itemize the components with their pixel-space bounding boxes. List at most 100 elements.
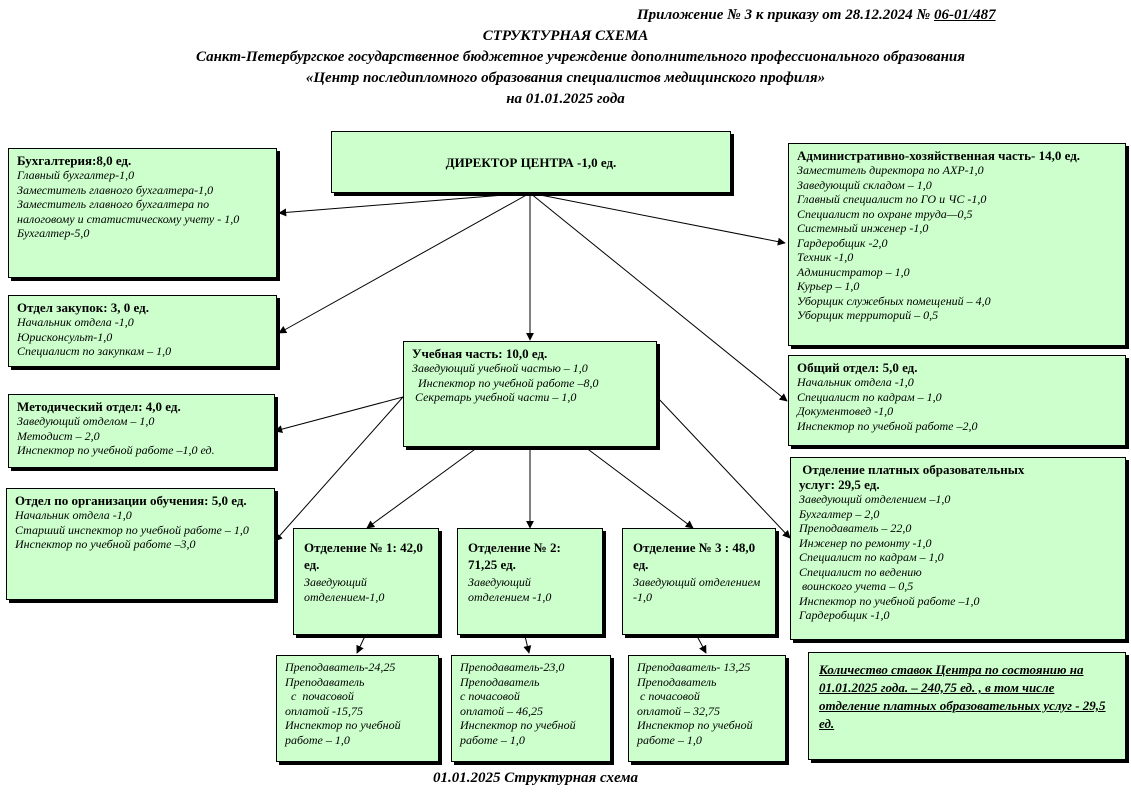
paid-services-line: Специалист по кадрам – 1,0 [799, 550, 944, 564]
training-org-title: Отдел по организации обучения: 5,0 ед. [15, 493, 247, 508]
footer-caption: 01.01.2025 Структурная схема [432, 770, 639, 786]
arrow-educational-dept3 [584, 446, 694, 529]
dept1-line: Заведующий отделением-1,0 [304, 575, 385, 604]
ahch-line: Курьер – 1,0 [797, 279, 860, 293]
dept3-line: Заведующий отделением -1,0 [633, 575, 761, 604]
procurement-line: Специалист по закупкам – 1,0 [17, 344, 172, 358]
director-box: ДИРЕКТОР ЦЕНТРА -1,0 ед. [331, 131, 731, 193]
ahch-line: Техник -1,0 [797, 250, 854, 264]
dept1-box: Отделение № 1: 42,0 ед. Заведующий отдел… [293, 528, 439, 635]
teach1-line: Преподаватель-24,25 [285, 660, 396, 674]
methodical-line: Заведующий отделом – 1,0 [17, 414, 155, 428]
teach1-line: работе – 1,0 [285, 732, 350, 747]
paid-services-line: Бухгалтер – 2,0 [799, 506, 880, 521]
teach3-line: Преподаватель [637, 674, 717, 689]
educational-line: Секретарь учебной части – 1,0 [412, 390, 577, 404]
teach2-line: Инспектор по учебной [460, 718, 576, 732]
dept3-title: Отделение № 3 : 48,0 ед. [633, 540, 756, 572]
paid-services-title: Отделение платных образовательных услуг:… [799, 462, 1028, 492]
methodical-title: Методический отдел: 4,0 ед. [17, 399, 181, 414]
teach2-line: с почасовой [460, 689, 520, 703]
teach2-line: работе – 1,0 [460, 732, 525, 747]
paid-services-line: воинского учета – 0,5 [799, 579, 914, 593]
teach1-line: Преподаватель [285, 674, 365, 689]
org-name-line1: Санкт-Петербургское государственное бюдж… [196, 49, 965, 65]
paid-services-line: Гардеробщик -1,0 [799, 608, 890, 622]
educational-line: Заведующий учебной частью – 1,0 [412, 361, 588, 375]
general-title: Общий отдел: 5,0 ед. [797, 360, 918, 375]
ahch-title: Административно-хозяйственная часть- 14,… [797, 148, 1081, 163]
ahch-line: Администратор – 1,0 [797, 264, 910, 279]
arrow-dept2-teach2 [523, 635, 532, 654]
total-box: Количество ставок Центра по состоянию на… [808, 652, 1126, 760]
total-text: Количество ставок Центра по состоянию на… [819, 662, 1106, 731]
paid-services-line: Заведующий отделением –1,0 [799, 492, 951, 506]
procurement-title: Отдел закупок: 3, 0 ед. [17, 300, 149, 315]
teach3-line: оплатой – 32,75 [637, 703, 721, 718]
training-org-line: Старший инспектор по учебной работе – 1,… [15, 522, 249, 537]
appendix-number: 06-01/487 [933, 7, 996, 23]
educational-box: Учебная часть: 10,0 ед. Заведующий учебн… [403, 341, 657, 447]
accounting-line: Заместитель главного бухгалтера по налог… [17, 197, 240, 226]
training-org-line: Начальник отдела -1,0 [15, 508, 132, 522]
paid-services-line: Инженер по ремонту -1,0 [799, 535, 932, 550]
training-org-box: Отдел по организации обучения: 5,0 ед. Н… [6, 488, 275, 600]
paid-services-line: Инспектор по учебной работе –1,0 [799, 593, 980, 608]
teach1-line: оплатой -15,75 [285, 703, 364, 718]
teach3-line: Преподаватель- 13,25 [637, 660, 751, 674]
ahch-line: Заведующий складом – 1,0 [797, 177, 932, 192]
arrow-dept3-teach3 [696, 635, 707, 654]
arrow-educational-dept1 [366, 446, 479, 529]
accounting-line: Заместитель главного бухгалтера-1,0 [17, 182, 214, 197]
educational-title: Учебная часть: 10,0 ед. [412, 346, 548, 361]
ahch-line: Уборщик служебных помещений – 4,0 [797, 293, 991, 308]
general-line: Инспектор по учебной работе –2,0 [797, 418, 978, 433]
dept1-title: Отделение № 1: 42,0 ед. [304, 540, 423, 572]
dept2-box: Отделение № 2: 71,25 ед. Заведующий отде… [457, 528, 603, 635]
teach3-box: Преподаватель- 13,25 Преподаватель с поч… [628, 655, 786, 762]
accounting-box: Бухгалтерия:8,0 ед. Главный бухгалтер-1,… [8, 148, 277, 278]
procurement-line: Юрисконсульт-1,0 [17, 329, 113, 344]
arrow-educational-trainingorg [274, 396, 404, 542]
arrow-director-procurement [278, 192, 531, 334]
methodical-box: Методический отдел: 4,0 ед. Заведующий о… [8, 394, 275, 468]
arrow-director-ahch [529, 192, 786, 246]
teach1-line: Инспектор по учебной [285, 718, 401, 732]
appendix-prefix: Приложение № 3 к приказу от 28.12.2024 № [637, 7, 934, 23]
teach1-box: Преподаватель-24,25 Преподаватель с поча… [276, 655, 439, 762]
dept2-line: Заведующий отделением -1,0 [468, 575, 552, 604]
arrow-director-accounting [278, 192, 531, 217]
arrow-educational-methodical [274, 396, 404, 434]
paid-services-line: Специалист по ведению [799, 564, 922, 579]
teach2-line: оплатой – 46,25 [460, 703, 544, 718]
ahch-box: Административно-хозяйственная часть- 14,… [788, 143, 1126, 346]
ahch-line: Заместитель директора по АХР-1,0 [797, 163, 984, 177]
teach2-box: Преподаватель-23,0 Преподаватель с почас… [451, 655, 611, 762]
accounting-line: Главный бухгалтер-1,0 [17, 168, 135, 182]
teach3-line: Инспектор по учебной [637, 718, 753, 732]
ahch-line: Системный инженер -1,0 [797, 221, 929, 235]
arrow-director-general [529, 192, 788, 402]
general-line: Специалист по кадрам – 1,0 [797, 389, 942, 404]
arrow-dept1-teach1 [356, 635, 366, 654]
teach3-line: работе – 1,0 [637, 732, 702, 747]
teach2-line: Преподаватель-23,0 [460, 660, 565, 674]
teach3-line: с почасовой [637, 689, 700, 703]
arrow-educational-paid [656, 396, 791, 539]
methodical-line: Методист – 2,0 [17, 428, 100, 443]
training-org-line: Инспектор по учебной работе –3,0 [15, 537, 196, 551]
ahch-line: Гардеробщик -2,0 [797, 235, 888, 250]
general-box: Общий отдел: 5,0 ед. Начальник отдела -1… [788, 355, 1126, 446]
procurement-line: Начальник отдела -1,0 [17, 315, 134, 329]
accounting-title: Бухгалтерия:8,0 ед. [17, 153, 132, 168]
teach1-line: с почасовой [285, 689, 354, 703]
procurement-box: Отдел закупок: 3, 0 ед. Начальник отдела… [8, 295, 277, 367]
ahch-line: Специалист по охране труда—0,5 [797, 206, 973, 221]
methodical-line: Инспектор по учебной работе –1,0 ед. [17, 443, 215, 457]
scheme-title: СТРУКТУРНАЯ СХЕМА [482, 28, 649, 44]
appendix-line: Приложение № 3 к приказу от 28.12.2024 №… [637, 6, 996, 25]
paid-services-line: Преподаватель – 22,0 [799, 521, 912, 535]
paid-services-box: Отделение платных образовательных услуг:… [790, 457, 1126, 640]
org-name-line2: «Центр последипломного образования специ… [305, 70, 826, 86]
